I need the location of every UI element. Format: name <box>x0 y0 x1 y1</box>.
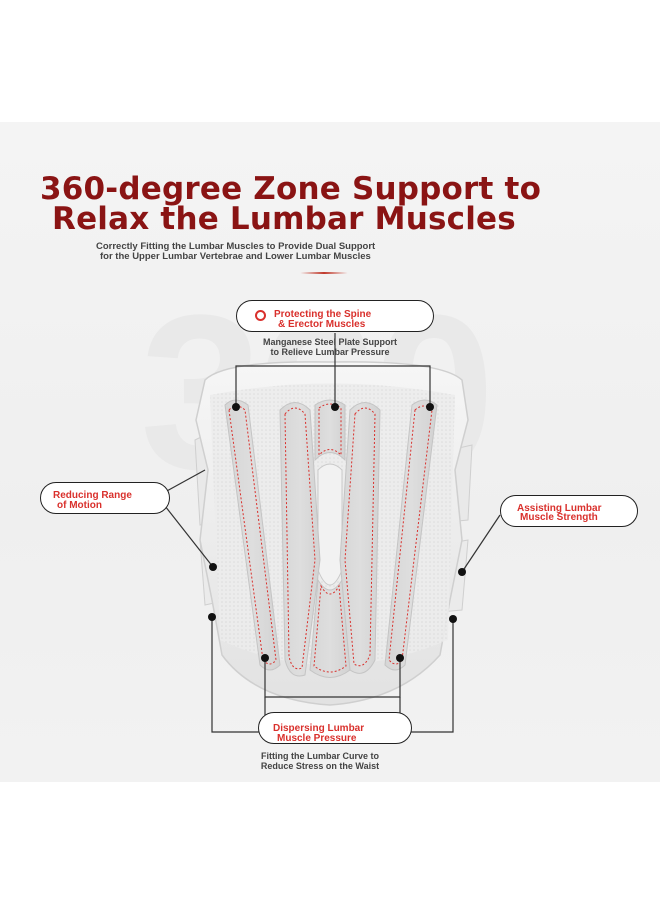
callout-spine-line-1: Protecting the Spine <box>274 309 372 320</box>
callout-dispersing-line-1: Dispersing Lumbar <box>273 723 365 734</box>
steel-plate-note: Manganese Steel Plate Support to Relieve… <box>240 337 420 357</box>
callout-range-line-1: Reducing Range <box>53 490 132 501</box>
center-mesh-window <box>317 463 343 586</box>
curve-line-2: Reduce Stress on the Waist <box>260 761 380 771</box>
accent-divider <box>300 272 348 274</box>
subheadline: Correctly Fitting the Lumbar Muscles to … <box>96 242 436 262</box>
lumbar-curve-note: Fitting the Lumbar Curve to Reduce Stres… <box>230 751 410 771</box>
callout-dispersing-line-2: Muscle Pressure <box>277 733 357 744</box>
callout-reducing-range: Reducing Range of Motion <box>40 482 170 514</box>
callout-protecting-spine: Protecting the Spine & Erector Muscles <box>236 300 434 332</box>
headline: 360-degree Zone Support to Relax the Lum… <box>40 171 560 237</box>
callout-dots <box>208 403 466 662</box>
steel-plate-line-1: Manganese Steel Plate Support <box>262 337 398 347</box>
headline-line-1: 360-degree Zone Support to <box>40 171 542 207</box>
subheadline-line-1: Correctly Fitting the Lumbar Muscles to … <box>96 241 376 252</box>
callout-dispersing-pressure: Dispersing Lumbar Muscle Pressure <box>258 712 412 744</box>
curve-line-1: Fitting the Lumbar Curve to <box>261 751 379 761</box>
steel-plate-line-2: to Relieve Lumbar Pressure <box>270 347 390 357</box>
callout-strength-line-1: Assisting Lumbar <box>517 503 602 514</box>
target-ring-icon <box>255 310 266 321</box>
callout-assisting-strength: Assisting Lumbar Muscle Strength <box>500 495 638 527</box>
subheadline-line-2: for the Upper Lumbar Vertebrae and Lower… <box>100 251 371 262</box>
callout-range-line-2: of Motion <box>57 500 102 511</box>
callout-strength-line-2: Muscle Strength <box>520 512 598 523</box>
support-pads <box>224 399 438 678</box>
callout-spine-line-2: & Erector Muscles <box>278 319 366 330</box>
headline-line-2: Relax the Lumbar Muscles <box>52 201 516 237</box>
callout-leader-lines <box>164 333 501 733</box>
